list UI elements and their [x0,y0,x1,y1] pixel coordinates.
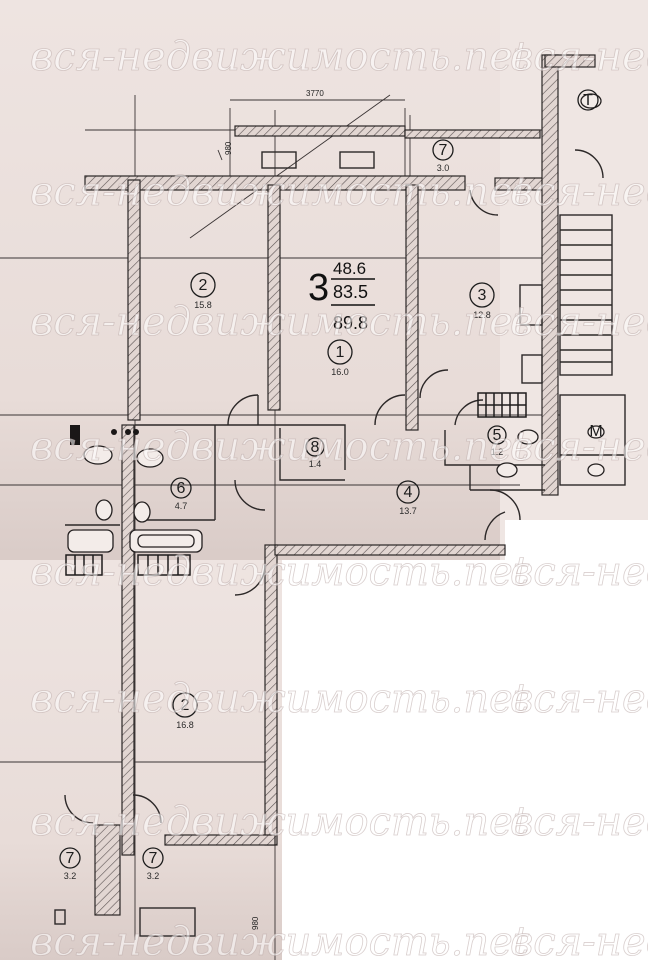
room-area: 12.8 [473,310,491,320]
partitions [54,149,626,937]
room-labels: 116.0215.8312.8413.751.264.781.4216.873.… [59,89,603,881]
watermark-text: вся-недвижимость.net [30,424,530,470]
watermark-text: вся-недвижимость.net [30,549,530,595]
radiators [65,392,527,576]
watermark-text: вся-недвижимость.net [30,799,530,845]
room-number: M [589,423,602,440]
room-label-bathroom-6: 64.7 [170,477,192,511]
room-label-hall-4: 413.7 [396,480,420,516]
dimension-bottom-depth: 980 [251,916,260,930]
room-number: 1 [336,344,345,361]
room-number: 8 [311,439,320,456]
room-number-circle [59,847,81,869]
room-number-circle [396,480,420,504]
room-number: 2 [199,277,208,294]
watermark-text: вся-недвижимость.net [30,919,530,960]
watermark-text: вся-недвижимость.net [30,169,530,215]
watermark-text: вся-недвижимость.net [510,549,648,595]
room-area: 3.2 [147,871,160,881]
watermark-text: вся-недвижимость.net [30,676,530,722]
living-area: 48.6 [333,259,366,278]
room-label-bedroom-bottom-2: 216.8 [172,692,198,730]
room-label-utility-m: M [589,423,602,440]
pipe-markers [70,425,139,445]
room-number: 6 [177,480,186,497]
room-number-circle [190,272,216,298]
room-number-circle [305,437,325,457]
room-number: 7 [149,850,158,867]
dimension-top-width: 3770 [306,89,324,98]
watermark-text: вся-недвижимость.net [510,34,648,80]
room-area: 4.7 [175,501,188,511]
room-area: 1.2 [491,447,504,457]
room-number: 3 [478,287,487,304]
room-label-balcony-bottom-right-7: 73.2 [142,847,164,881]
room-area: 16.0 [331,367,349,377]
room-area: 1.4 [309,459,322,469]
watermark-text: вся-недвижимость.net [510,424,648,470]
room-label-balcony-top-7: 73.0 [432,139,454,173]
sanitary-fixtures [67,93,605,553]
room-number-circle [577,89,599,111]
room-number-circle [327,339,353,365]
watermark-text: вся-недвижимость.net [30,299,530,345]
room-label-stair-t: T [577,89,599,111]
room-area: 16.8 [176,720,194,730]
room-number: 2 [181,697,190,714]
room-number: 4 [404,484,413,501]
room-number: T [583,92,593,109]
room-label-balcony-bottom-left-7: 73.2 [59,847,81,881]
watermark-text: вся-недвижимость.net [510,676,648,722]
room-label-kitchen-3: 312.8 [469,282,495,320]
room-number: 7 [66,850,75,867]
watermark-text: вся-недвижимость.net [510,919,648,960]
watermark-text: вся-недвижимость.net [30,34,530,80]
dimension-balcony-depth: 980 [224,141,233,155]
room-area: 13.7 [399,506,417,516]
room-label-living-room-1: 116.0 [327,339,353,377]
room-number-circle [142,847,164,869]
walls [84,54,596,916]
watermark-text: вся-недвижимость.net [510,799,648,845]
rooms-count: 3 [308,267,329,309]
watermark-text: вся-недвижимость.net [510,299,648,345]
room-number: 5 [493,427,502,444]
room-area: 15.8 [194,300,212,310]
room-area: 3.0 [437,163,450,173]
room-number-circle [487,425,507,445]
room-number-circle [432,139,454,161]
total-area: 83.5 [333,282,368,302]
total-area-with-balconies: 89.8 [333,313,368,333]
room-label-bedroom-top-2: 215.8 [190,272,216,310]
room-label-closet-8: 81.4 [305,437,325,469]
watermark-layer: вся-недвижимость.net вся-недвижимость.ne… [30,34,648,960]
watermark-text: вся-недвижимость.net [510,169,648,215]
apartment-summary: 3 48.6 83.5 89.8 [308,259,375,333]
room-number-circle [172,692,198,718]
room-number: 7 [439,142,448,159]
blank-area [282,560,648,960]
room-area: 3.2 [64,871,77,881]
room-number-circle [170,477,192,499]
room-number-circle [469,282,495,308]
room-label-toilet-5: 51.2 [487,425,507,457]
